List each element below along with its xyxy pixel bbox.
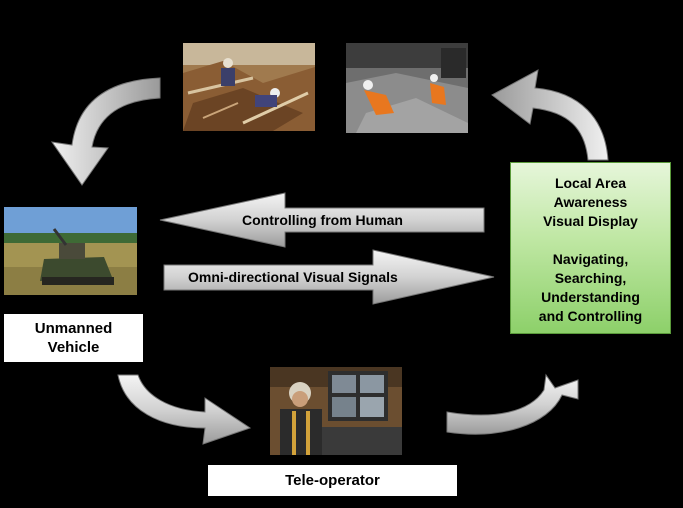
rescue-workers-debris-photo xyxy=(183,43,315,131)
display-line-1: Local Area xyxy=(554,175,627,191)
tele-operator-text: Tele-operator xyxy=(285,472,380,489)
controlling-label: Controlling from Human xyxy=(242,212,403,228)
operator-to-display-arrow xyxy=(446,373,579,435)
display-line-6: Understanding xyxy=(541,289,640,305)
display-line-5: Searching, xyxy=(554,270,627,286)
display-line-3: Visual Display xyxy=(543,213,638,229)
omni-label: Omni-directional Visual Signals xyxy=(188,269,398,285)
visual-display-box: Local Area Awareness Visual Display Navi… xyxy=(510,162,671,334)
unmanned-vehicle-label: Unmanned Vehicle xyxy=(4,314,143,362)
rescue-workers-rubble-photo xyxy=(346,43,468,133)
vehicle-to-operator-arrow xyxy=(117,374,252,445)
display-line-7: and Controlling xyxy=(538,308,643,324)
tele-operator-console-photo xyxy=(270,367,402,455)
replaced-label: Replaced xyxy=(56,76,102,133)
unmanned-vehicle-line2: Vehicle xyxy=(47,339,100,356)
display-line-2: Awareness xyxy=(553,194,628,210)
display-line-4: Navigating, xyxy=(552,251,629,267)
tele-operator-label: Tele-operator xyxy=(208,465,457,496)
unmanned-ground-vehicle-photo xyxy=(4,207,137,295)
return-arrow xyxy=(491,69,609,161)
unmanned-vehicle-line1: Unmanned xyxy=(34,320,113,337)
